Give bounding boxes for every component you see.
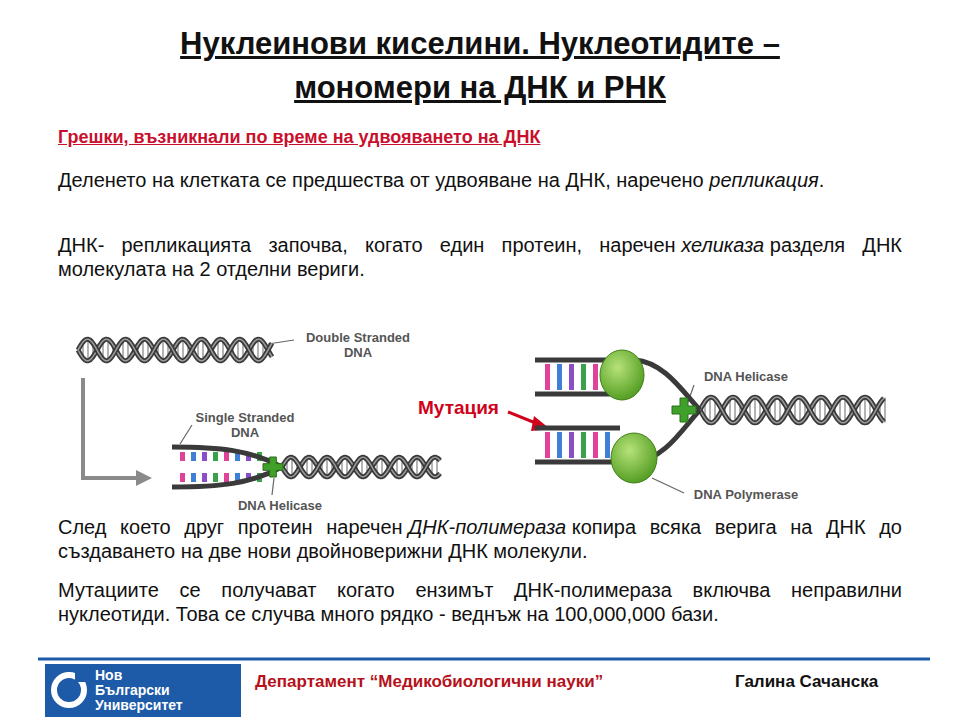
nucleotide-base [202,473,207,482]
part-label: Double Stranded DNA [298,330,418,360]
base-pair [257,339,259,361]
base-pair [162,339,164,361]
text-paragraph: Грешки, възникнали по време на удвояване… [58,127,758,148]
enzyme-shape [611,433,657,483]
base-pair [754,397,756,423]
nucleotide-base [191,452,196,461]
part-label: DNA Helicase [230,498,330,513]
enzyme-shape [600,350,644,400]
strand-highlight [700,397,884,423]
leader-line [272,478,274,495]
helicase-enzyme [263,457,283,477]
part-label: Департамент “Медикобиологични науки” [255,672,715,692]
dna-strand [700,397,884,423]
logo-text: Нов Български Университет [95,668,187,713]
nucleotide-base [605,432,610,458]
dna-strand [78,339,272,361]
text-fragment: ДНК-полимераза [408,516,566,538]
part-label: DNA Polymerase [686,487,806,502]
strand-highlight [78,339,272,361]
part-label: Single Stranded DNA [185,410,305,440]
slide-title: Нуклеинови киселини. Нуклеотидите – моно… [110,22,850,110]
part-label: DNA Helicase [696,369,796,384]
nucleotide-base [213,473,218,482]
dna-helix [78,339,272,361]
nucleotide-base [593,364,598,390]
strand-highlight [700,397,884,423]
dna-helix [700,397,885,423]
nucleotide-base [545,364,550,390]
base-pair [416,457,418,477]
process-arrow [83,378,138,478]
nucleotide-base [581,364,586,390]
base-pair [709,397,711,423]
part-label: Галина Сачанска [735,672,935,692]
base-pair [864,397,866,423]
nucleotide-base [191,473,196,482]
nucleotide-base [545,432,550,458]
text-paragraph: ДНК- репликацията започва, когато един п… [58,233,902,281]
leader-line [180,425,192,444]
text-fragment: Мутациите се получават когато ензимът ДН… [58,579,902,625]
part-label: Мутация [418,397,508,419]
dna-strand [282,457,440,477]
nucleotide-base [224,473,229,482]
base-pair [87,339,89,361]
logo-box: Нов Български Университет [45,664,241,717]
base-pair [326,457,328,477]
logo-cut [75,672,85,682]
dna-strand [700,397,884,423]
text-paragraph: След което друг протеин нареченДНК-полим… [58,515,902,563]
base-pair [799,397,801,423]
arrow-head [136,470,152,486]
nucleotide-base [202,452,207,461]
strand-highlight [282,457,440,477]
footer-rule [38,658,930,661]
text-fragment: Грешки, възникнали по време на удвояване… [58,127,540,147]
nucleotide-base [224,452,229,461]
text-paragraph: Деленето на клетката се предшества от уд… [58,168,902,192]
text-fragment: ДНК- репликацията започва, когато един п… [58,234,676,256]
nucleotide-base [593,432,598,458]
nucleotide-base [213,452,218,461]
base-pair [819,397,821,423]
text-fragment: репликация [709,169,818,191]
text-fragment: Деленето на клетката се предшества от уд… [58,169,704,191]
text-fragment: . [819,169,825,191]
text-fragment: хеликаза [681,234,764,256]
dna-strand [78,339,272,361]
dna-strand [535,392,610,397]
nucleotide-base [180,473,185,482]
logo-emblem [45,664,91,716]
dna-strand [282,457,440,477]
base-pair [182,339,184,361]
strand-highlight [78,339,272,361]
nucleotide-base [557,432,562,458]
dna-strand [535,426,620,431]
nucleotide-base [569,364,574,390]
nucleotide-base [581,432,586,458]
strand-highlight [282,457,440,477]
nucleotide-base [180,452,185,461]
leader-line [652,478,684,493]
text-paragraph: Мутациите се получават когато ензимът ДН… [58,578,902,626]
nucleotide-base [557,364,562,390]
dna-helix [282,457,440,477]
helicase-enzyme [672,398,696,422]
nucleotide-base [569,432,574,458]
text-fragment: След което друг протеин наречен [58,516,403,538]
